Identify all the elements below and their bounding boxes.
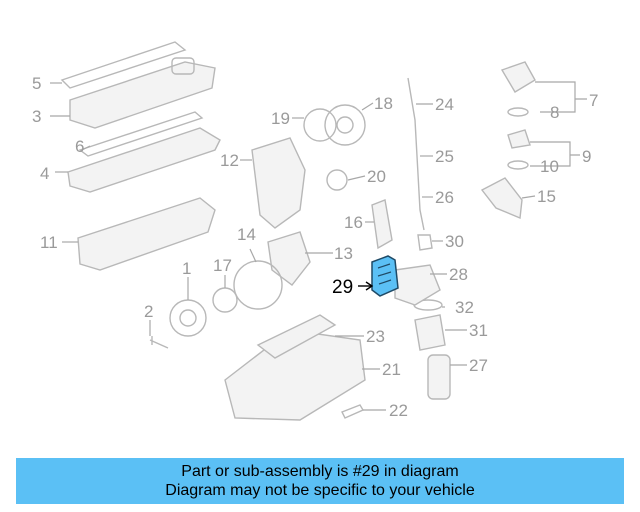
callout-32: 32	[455, 298, 474, 317]
part-dipstick-24	[407, 77, 425, 231]
info-banner: Part or sub-assembly is #29 in diagram D…	[16, 458, 624, 504]
part-adapter-28	[394, 264, 441, 306]
callout-19: 19	[271, 109, 290, 128]
part-plug-30	[417, 234, 433, 251]
parts-diagram: 5 3 6 4 11 12 19 18 20 24 25 26 16 30 13…	[32, 41, 598, 421]
callout-20: 20	[367, 167, 386, 186]
callout-10: 10	[540, 157, 559, 176]
callout-31: 31	[469, 321, 488, 340]
part-bracket-13	[267, 231, 311, 286]
callout-labels: 5 3 6 4 11 12 19 18 20 24 25 26 16 30 13…	[32, 74, 598, 420]
callout-30: 30	[445, 232, 464, 251]
callout-17: 17	[213, 256, 232, 275]
part-bolt-2	[149, 336, 169, 349]
part-baffle-23	[256, 314, 337, 359]
callout-13: 13	[334, 244, 353, 263]
part-29-highlighted[interactable]	[371, 255, 399, 297]
callout-2: 2	[144, 302, 153, 321]
part-shield-15	[480, 177, 523, 220]
callout-14: 14	[237, 225, 256, 244]
part-oil-pan-4	[67, 127, 221, 193]
part-sprocket-18-19	[303, 104, 366, 146]
callout-26: 26	[435, 188, 454, 207]
part-cylinder-head-11	[77, 197, 216, 271]
callout-27: 27	[469, 356, 488, 375]
callout-7: 7	[589, 91, 598, 110]
callout-8: 8	[550, 103, 559, 122]
caption-line-2: Diagram may not be specific to your vehi…	[165, 482, 475, 499]
part-gear-20	[326, 169, 348, 191]
callout-1: 1	[182, 259, 191, 278]
callout-24: 24	[435, 95, 454, 114]
part-pulley-14	[233, 260, 283, 310]
callout-9: 9	[582, 147, 591, 166]
part-seal-10	[507, 160, 529, 170]
part-sensor-7	[500, 61, 536, 93]
leader-lines	[50, 81, 587, 411]
callout-23: 23	[366, 327, 385, 346]
caption-line-1: Part or sub-assembly is #29 in diagram	[181, 463, 459, 480]
part-housing-31	[414, 314, 446, 351]
callout-18: 18	[374, 94, 393, 113]
callout-6: 6	[75, 137, 84, 156]
callout-11: 11	[40, 233, 58, 252]
callout-28: 28	[449, 265, 468, 284]
callout-5: 5	[32, 74, 41, 93]
callout-4: 4	[40, 164, 49, 183]
callout-15: 15	[537, 187, 556, 206]
part-valve-cover	[60, 41, 216, 129]
callout-21: 21	[382, 360, 401, 379]
part-sealant-22	[341, 404, 365, 419]
callout-16: 16	[344, 213, 363, 232]
part-bracket-16	[371, 199, 393, 250]
callout-29-highlighted: 29	[332, 277, 353, 298]
part-pulley-17	[212, 287, 238, 313]
part-gasket-6	[78, 111, 204, 157]
callout-3: 3	[32, 107, 41, 126]
part-timing-cover-12	[251, 137, 306, 229]
callout-12: 12	[220, 151, 239, 170]
part-damper-1	[169, 299, 207, 337]
part-cap-9	[507, 129, 531, 149]
part-oil-filter-27	[427, 354, 451, 400]
callout-22: 22	[389, 401, 408, 420]
part-seal-8	[507, 107, 529, 117]
callout-25: 25	[435, 147, 454, 166]
